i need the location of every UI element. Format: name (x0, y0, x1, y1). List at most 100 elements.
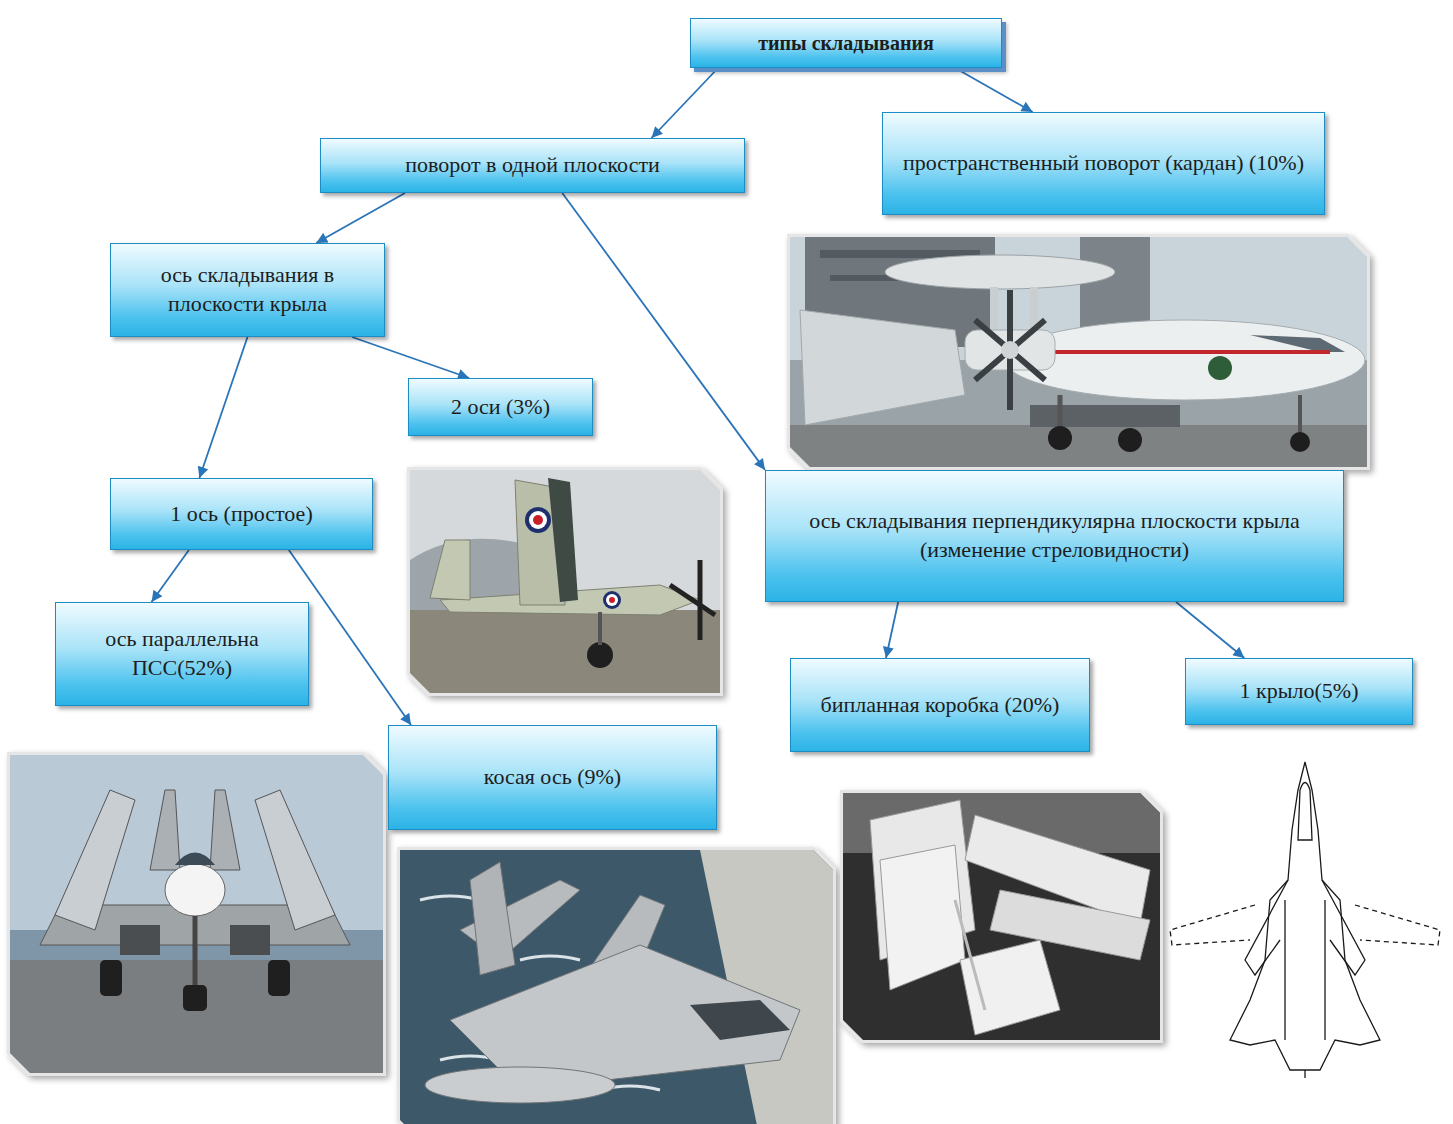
biplane-photo-part (843, 793, 1160, 1040)
viking-photo-part-part (400, 850, 833, 1124)
biplane-photo (843, 793, 1160, 1040)
biplane-photo-part (843, 793, 1160, 1040)
su33-photo-part-part (55, 790, 135, 930)
swing-wing-drawing-part (1245, 880, 1288, 975)
viking-photo-part-part (425, 1067, 615, 1103)
su33-photo-part-part (210, 790, 240, 870)
viking-photo-part-part (690, 1000, 790, 1040)
sea-fury-photo-part-part (410, 470, 720, 693)
sea-fury-photo-part-part (606, 594, 618, 606)
connector-arrow (886, 602, 898, 658)
leaf-box: ось параллельна ПСС(52%) (55, 602, 309, 706)
swing-wing-drawing-part (1170, 905, 1255, 945)
leaf-box: 1 крыло(5%) (1185, 658, 1413, 725)
hawkeye-photo-part-part (975, 320, 1045, 380)
su33-photo-part-part (150, 790, 180, 870)
su33-photo-part-part (193, 916, 198, 990)
hawkeye-photo-part-part (1080, 237, 1150, 332)
subcategory-box: ось складывания в плоскости крыла (110, 243, 385, 337)
hawkeye-photo-part-part (975, 320, 1045, 380)
swing-wing-drawing (1170, 762, 1440, 1078)
swing-wing-drawing-part (1324, 900, 1325, 1040)
biplane-photo-part-part (843, 793, 1160, 1040)
sea-fury-photo-part-part (529, 511, 547, 529)
hawkeye-photo (790, 237, 1367, 467)
hawkeye-photo-part-part (1030, 405, 1180, 427)
connector-arrow (652, 68, 719, 138)
sea-fury-photo-part-part (410, 610, 720, 693)
leaf-box: 2 оси (3%) (408, 378, 593, 436)
hawkeye-photo-part (790, 237, 1367, 467)
box-label: косая ось (9%) (484, 763, 621, 792)
swing-wing-drawing-part (1304, 1070, 1305, 1078)
box-label: типы складывания (758, 30, 934, 56)
hawkeye-photo-part-part (1208, 356, 1232, 380)
connector-arrow (352, 337, 469, 378)
sea-fury-photo-part-part (587, 642, 613, 668)
sea-fury-photo-part-part (698, 560, 703, 640)
swing-wing-drawing-part (1284, 900, 1285, 1040)
hawkeye-photo-part-part (790, 237, 1367, 467)
hawkeye-photo-part-part (1058, 395, 1063, 430)
su33-photo-part-part (100, 960, 122, 996)
sea-fury-photo-part-part (548, 478, 578, 602)
su33-photo-part-part (230, 925, 270, 955)
sea-fury-photo-part-part (603, 591, 621, 609)
box-label: ось складывания в плоскости крыла (125, 261, 370, 318)
connector-arrow (1176, 602, 1244, 658)
subcategory-box: 1 ось (простое) (110, 478, 373, 550)
hawkeye-photo-part-part (1005, 320, 1365, 400)
hawkeye-photo-part-part (1048, 426, 1072, 450)
su33-photo-part-part (268, 960, 290, 996)
su33-photo-part-part (175, 853, 215, 866)
leaf-box: косая ось (9%) (388, 725, 717, 830)
sea-fury-photo-part-part (609, 597, 615, 603)
hawkeye-photo-part-part (885, 255, 1115, 289)
sea-fury-photo-part-part (670, 585, 715, 615)
box-label: 1 ось (простое) (170, 500, 312, 529)
su33-photo-part (10, 755, 383, 1073)
su33-photo-part-part (165, 864, 225, 916)
sea-fury-photo-part (410, 470, 720, 693)
hawkeye-photo-part-part (1001, 341, 1019, 359)
swing-wing-drawing-part (1322, 880, 1365, 975)
swing-wing-drawing-part (1230, 762, 1380, 1070)
su33-photo-part-part (120, 925, 160, 955)
swing-wing-drawing-part (1298, 783, 1312, 841)
connector-arrow (955, 68, 1032, 112)
sea-fury-photo-part-part (525, 507, 551, 533)
swing-wing-drawing-part (1355, 905, 1440, 945)
sea-fury-photo-part-part (430, 540, 470, 600)
viking-photo-part (400, 850, 833, 1124)
sea-fury-photo-part-part (533, 515, 543, 525)
hawkeye-photo-part-part (790, 425, 1367, 467)
box-label: 1 крыло(5%) (1240, 677, 1359, 706)
su33-photo-part (10, 755, 383, 1073)
hawkeye-photo-part-part (800, 310, 965, 425)
box-label: ось параллельна ПСС(52%) (70, 625, 294, 682)
box-label: ось складывания перпендикулярна плоскост… (780, 507, 1329, 564)
biplane-photo-part-part (960, 940, 1060, 1035)
hawkeye-photo-part-part (1118, 428, 1142, 452)
su33-photo-part-part (255, 790, 335, 930)
biplane-photo-part-part (880, 845, 965, 990)
box-label: поворот в одной плоскости (405, 151, 660, 180)
subcategory-box: ось складывания перпендикулярна плоскост… (765, 470, 1344, 602)
connector-arrow (316, 193, 405, 243)
sea-fury-photo-part (410, 470, 720, 693)
viking-photo-part (400, 850, 833, 1124)
hawkeye-photo-part-part (1250, 335, 1345, 352)
category-box: пространственный поворот (кардан) (10%) (882, 112, 1325, 215)
box-label: бипланная коробка (20%) (821, 691, 1060, 720)
connector-arrow (199, 337, 247, 478)
root-box: типы складывания (690, 18, 1002, 68)
box-label: пространственный поворот (кардан) (10%) (903, 149, 1304, 178)
sea-fury-photo-part-part (598, 612, 602, 645)
viking-photo (400, 850, 833, 1124)
hawkeye-photo-part-part (1030, 350, 1330, 354)
sea-fury-photo (410, 470, 720, 693)
category-box: поворот в одной плоскости (320, 138, 745, 193)
viking-photo-part-part (470, 862, 515, 975)
biplane-photo-part-part (955, 900, 985, 1010)
